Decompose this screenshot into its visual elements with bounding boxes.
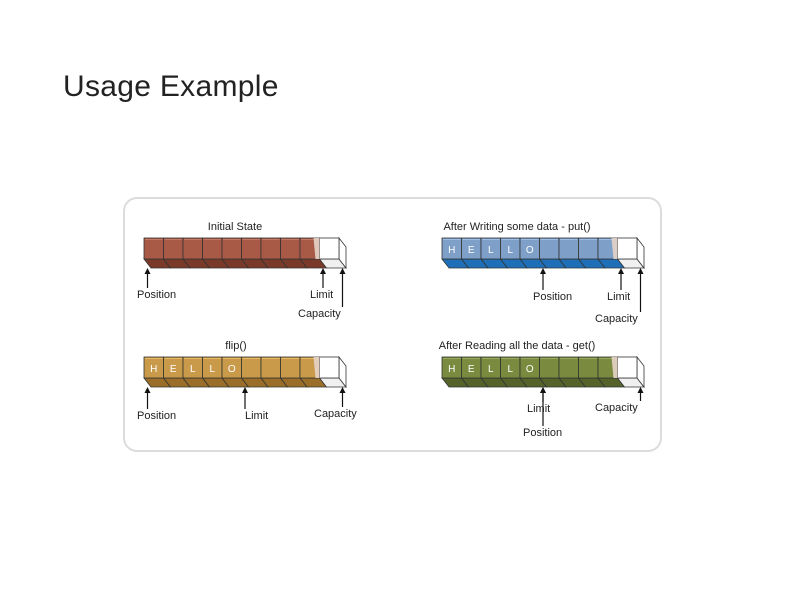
cell-letter: H bbox=[448, 364, 455, 375]
arrow-head bbox=[637, 387, 644, 393]
cell-tip bbox=[611, 238, 618, 259]
pointer-arrow-limit bbox=[540, 387, 546, 402]
buffer-panel-flip: flip() H E L L O Position Limit Capacity bbox=[137, 340, 357, 422]
pointer-label-capacity: Capacity bbox=[595, 402, 638, 414]
arrow-head bbox=[242, 387, 248, 393]
buffer-cell bbox=[182, 237, 203, 260]
pointer-arrow-capacity bbox=[637, 268, 644, 312]
buffer-cell bbox=[539, 237, 560, 260]
cell-tip bbox=[611, 357, 618, 378]
pointer-label-limit: Limit bbox=[527, 403, 550, 415]
pointer-label-limit: Limit bbox=[310, 289, 333, 301]
arrow-head bbox=[540, 387, 546, 393]
cell-letter: O bbox=[526, 364, 534, 375]
arrow-head bbox=[637, 268, 644, 274]
buffer-cell bbox=[319, 237, 340, 260]
cell-tip bbox=[313, 238, 320, 259]
arrow-head bbox=[144, 268, 151, 274]
buffer-cell bbox=[617, 237, 638, 260]
cell-tip bbox=[313, 357, 320, 378]
pointer-arrow-limit bbox=[618, 268, 624, 290]
pointer-arrow-limit bbox=[320, 268, 326, 288]
buffer-cell bbox=[241, 356, 262, 379]
pointer-label-capacity: Capacity bbox=[314, 408, 357, 420]
pointer-label-capacity: Capacity bbox=[298, 308, 341, 320]
buffer-cell bbox=[202, 237, 223, 260]
pointer-label-position: Position bbox=[533, 291, 572, 303]
buffer-cell bbox=[617, 356, 638, 379]
arrow-head bbox=[320, 268, 326, 274]
buffer-cell bbox=[260, 237, 281, 260]
pointer-label-capacity: Capacity bbox=[595, 313, 638, 325]
cell-letter: L bbox=[507, 245, 513, 256]
panel-title: flip() bbox=[225, 340, 246, 352]
buffer-cell bbox=[558, 237, 579, 260]
panel-title: Initial State bbox=[208, 221, 262, 233]
pointer-label-position: Position bbox=[523, 427, 562, 439]
arrow-head bbox=[339, 268, 346, 274]
pointer-label-limit: Limit bbox=[607, 291, 630, 303]
slide-title: Usage Example bbox=[63, 70, 279, 103]
buffer-cell bbox=[558, 356, 579, 379]
pointer-arrow-position bbox=[144, 387, 151, 409]
buffer-cell bbox=[143, 237, 164, 260]
buffer-cell bbox=[539, 356, 560, 379]
buffer-cell bbox=[260, 356, 281, 379]
buffer-cell bbox=[241, 237, 262, 260]
cell-letter: H bbox=[150, 364, 157, 375]
pointer-arrow-capacity bbox=[339, 387, 346, 407]
buffer-cell bbox=[578, 356, 599, 379]
panel-title: After Writing some data - put() bbox=[443, 221, 590, 233]
cell-letter: E bbox=[468, 364, 475, 375]
arrow-head bbox=[339, 387, 346, 393]
cell-letter: O bbox=[228, 364, 236, 375]
buffer-panel-after-put: After Writing some data - put() H E L L O Posi… bbox=[441, 221, 645, 325]
cell-letter: L bbox=[507, 364, 513, 375]
cell-letter: H bbox=[448, 245, 455, 256]
cell-letter: E bbox=[170, 364, 177, 375]
buffer-cell bbox=[280, 356, 301, 379]
cell-letter: L bbox=[488, 245, 494, 256]
arrow-head bbox=[144, 387, 151, 393]
pointer-label-position: Position bbox=[137, 289, 176, 301]
buffer-cell bbox=[163, 237, 184, 260]
pointer-arrow-position bbox=[540, 268, 546, 290]
cell-letter: L bbox=[190, 364, 196, 375]
cell-letter: E bbox=[468, 245, 475, 256]
panel-title: After Reading all the data - get() bbox=[439, 340, 596, 352]
pointer-arrow-capacity bbox=[339, 268, 346, 307]
pointer-arrow-capacity bbox=[637, 387, 644, 401]
pointer-label-limit: Limit bbox=[245, 410, 268, 422]
pointer-label-position: Position bbox=[137, 410, 176, 422]
buffer-cell bbox=[319, 356, 340, 379]
cell-letter: L bbox=[488, 364, 494, 375]
cell-letter: O bbox=[526, 245, 534, 256]
arrow-head bbox=[618, 268, 624, 274]
arrow-head bbox=[540, 268, 546, 274]
buffer-cell bbox=[221, 237, 242, 260]
pointer-arrow-position bbox=[144, 268, 151, 288]
pointer-arrow-limit bbox=[242, 387, 248, 409]
buffer-cell bbox=[280, 237, 301, 260]
buffer-panel-after-get: After Reading all the data - get() H E L L O P… bbox=[439, 340, 645, 439]
buffer-cell bbox=[578, 237, 599, 260]
cell-letter: L bbox=[209, 364, 215, 375]
